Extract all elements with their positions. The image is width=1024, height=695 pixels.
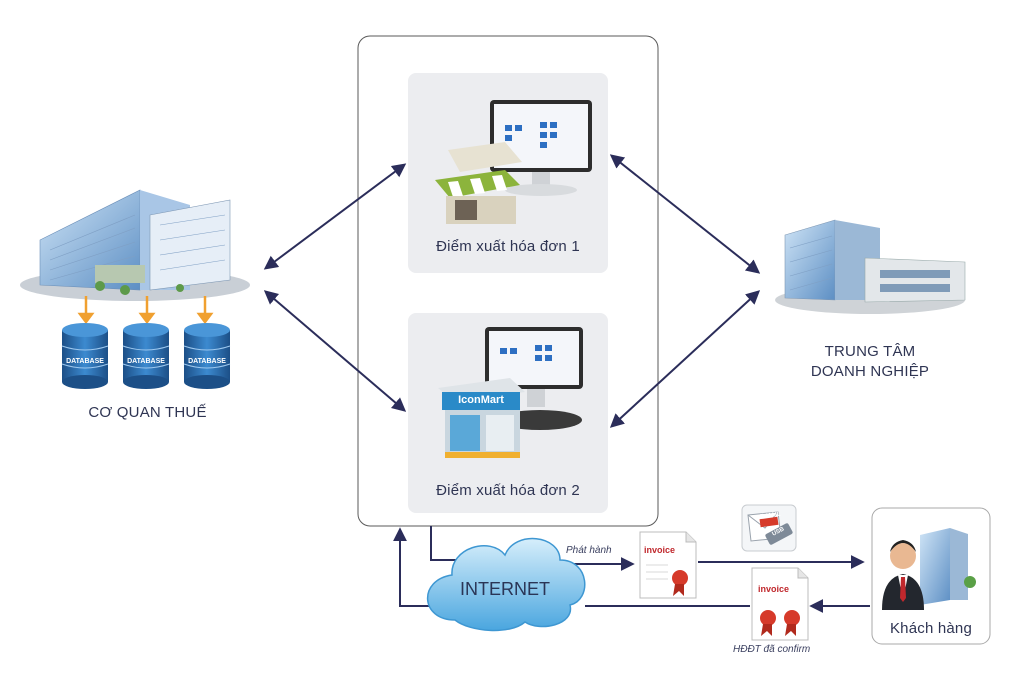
database-label-3: DATABASE xyxy=(188,358,226,365)
confirmed-label: HĐĐT đã confirm xyxy=(733,644,811,655)
hq-label: TRUNG TÂM DOANH NGHIỆP xyxy=(780,342,960,382)
customer-person-icon xyxy=(882,528,976,610)
database-label-1: DATABASE xyxy=(66,358,104,365)
internet-cloud-icon xyxy=(426,538,586,632)
tax-office-building-icon xyxy=(20,189,250,301)
arrow-point2-hq xyxy=(609,290,761,428)
database-icon-3 xyxy=(183,323,231,389)
point2-label: Điểm xuất hóa đơn 2 xyxy=(436,482,580,499)
internet-label: INTERNET xyxy=(460,579,550,599)
invoice-word-1: invoice xyxy=(644,545,676,555)
invoice-issued-icon xyxy=(639,531,697,599)
invoice-confirmed-icon xyxy=(751,567,809,641)
point2-monitor-icon xyxy=(485,327,583,430)
arrow-tax-point2 xyxy=(263,290,407,412)
email-usb-icon xyxy=(741,504,797,552)
database-icon-2 xyxy=(122,323,170,389)
point1-label: Điểm xuất hóa đơn 1 xyxy=(436,238,580,255)
customer-label: Khách hàng xyxy=(889,620,973,637)
hq-building-icon xyxy=(775,219,966,314)
invoice-word-2: invoice xyxy=(758,584,790,594)
point1-kiosk-icon xyxy=(435,142,522,224)
arrow-point1-hq xyxy=(609,154,761,274)
arrow-tax-point1 xyxy=(263,163,407,270)
store-sign: IconMart xyxy=(458,394,504,406)
database-icon-1 xyxy=(61,323,109,389)
point2-store-icon xyxy=(438,378,525,458)
hq-label-line1: TRUNG TÂM xyxy=(824,343,916,360)
arrow-internet-container xyxy=(393,527,440,607)
hq-label-line2: DOANH NGHIỆP xyxy=(810,363,930,380)
tax-office-label: CƠ QUAN THUẾ xyxy=(88,404,207,421)
issue-label: Phát hành xyxy=(566,545,612,556)
database-label-2: DATABASE xyxy=(127,358,165,365)
point1-monitor-icon xyxy=(490,100,592,196)
